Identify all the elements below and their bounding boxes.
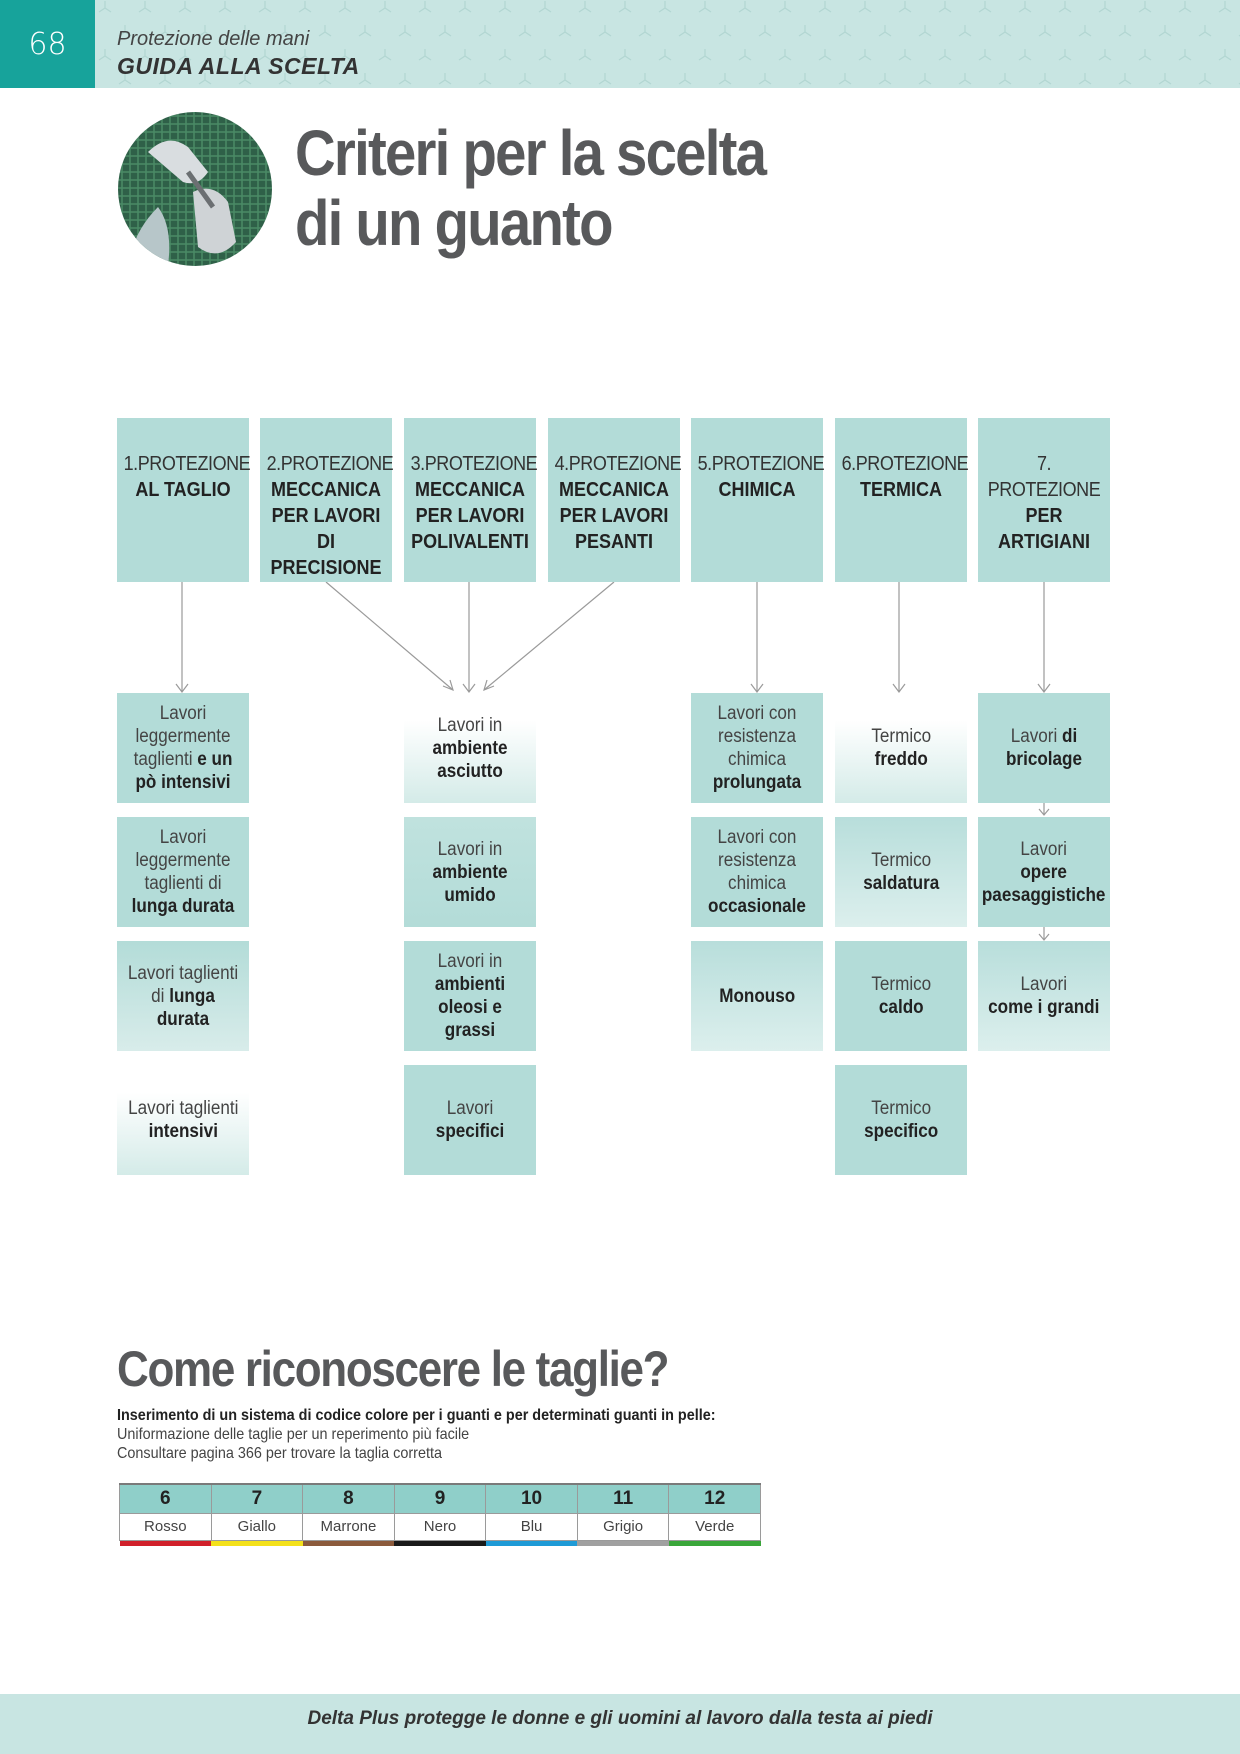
category-meccanica-pesanti: 4.PROTEZIONE MECCANICA PER LAVORI PESANT… (548, 418, 682, 582)
sub-taglio-3: Lavori taglienti di lunga durata (117, 941, 249, 1051)
category-chimica: 5.PROTEZIONE CHIMICA (691, 418, 825, 582)
size-row: 6 7 8 9 10 11 12 (119, 1483, 761, 1514)
header-pattern (98, 1, 1240, 85)
category-meccanica-polivalenti: 3.PROTEZIONE MECCANICA PER LAVORI POLIVA… (404, 418, 538, 582)
size-cell: 12 (668, 1483, 761, 1514)
size-cell: 6 (119, 1483, 212, 1514)
color-swatch (577, 1540, 669, 1546)
header-title: GUIDA ALLA SCELTA (117, 53, 360, 79)
category-taglio: 1.PROTEZIONE AL TAGLIO (117, 418, 251, 582)
size-cell: 9 (393, 1483, 487, 1514)
sizes-line-2: Consultare pagina 366 per trovare la tag… (117, 1445, 442, 1462)
page-number: 68 (0, 0, 95, 88)
color-swatch (485, 1540, 578, 1546)
color-name-cell: Blu (485, 1512, 578, 1541)
color-swatch (302, 1540, 395, 1546)
size-cell: 8 (302, 1483, 395, 1514)
size-cell: 11 (576, 1483, 670, 1514)
footer-text: Delta Plus protegge le donne e gli uomin… (307, 1708, 933, 1729)
color-name-cell: Nero (393, 1512, 487, 1541)
color-name-row: Rosso Giallo Marrone Nero Blu Grigio Ver… (119, 1512, 761, 1541)
page-title: Criteri per la scelta di un guanto (295, 117, 767, 259)
size-cell: 7 (210, 1483, 304, 1514)
color-name-cell: Giallo (210, 1512, 304, 1541)
color-name-cell: Grigio (576, 1512, 670, 1541)
sizes-title: Come riconoscere le taglie? (117, 1341, 670, 1397)
size-color-table: 6 7 8 9 10 11 12 Rosso Giallo Marrone Ne… (119, 1483, 761, 1546)
size-cell: 10 (485, 1483, 578, 1514)
sub-taglio-2: Lavori leggermente taglienti di lunga du… (117, 817, 249, 927)
color-swatch (668, 1540, 761, 1546)
color-name-cell: Verde (668, 1512, 761, 1541)
sizes-line-1: Uniformazione delle taglie per un reperi… (117, 1426, 470, 1443)
header-band (0, 0, 1240, 88)
color-name-cell: Marrone (302, 1512, 395, 1541)
color-name-cell: Rosso (119, 1512, 212, 1541)
category-artigiani: 7. PROTEZIONE PER ARTIGIANI (978, 418, 1110, 582)
sub-taglio-1: Lavori leggermente taglienti e un pò int… (117, 693, 249, 803)
sub-chimica-3: Monouso (691, 941, 823, 1051)
category-meccanica-precisione: 2.PROTEZIONE MECCANICA PER LAVORI DI PRE… (260, 418, 394, 582)
color-swatch (211, 1540, 303, 1546)
sizes-lead: Inserimento di un sistema di codice colo… (117, 1407, 716, 1424)
category-termica: 6.PROTEZIONE TERMICA (835, 418, 969, 582)
footer-band (0, 1694, 1240, 1754)
header-subtitle: Protezione delle mani (117, 28, 310, 50)
color-bar-row (119, 1540, 761, 1546)
color-swatch (119, 1540, 212, 1546)
glove-photo (118, 112, 272, 266)
color-swatch (394, 1540, 486, 1546)
sub-artigiani-1: Lavori di bricolage (978, 693, 1110, 803)
